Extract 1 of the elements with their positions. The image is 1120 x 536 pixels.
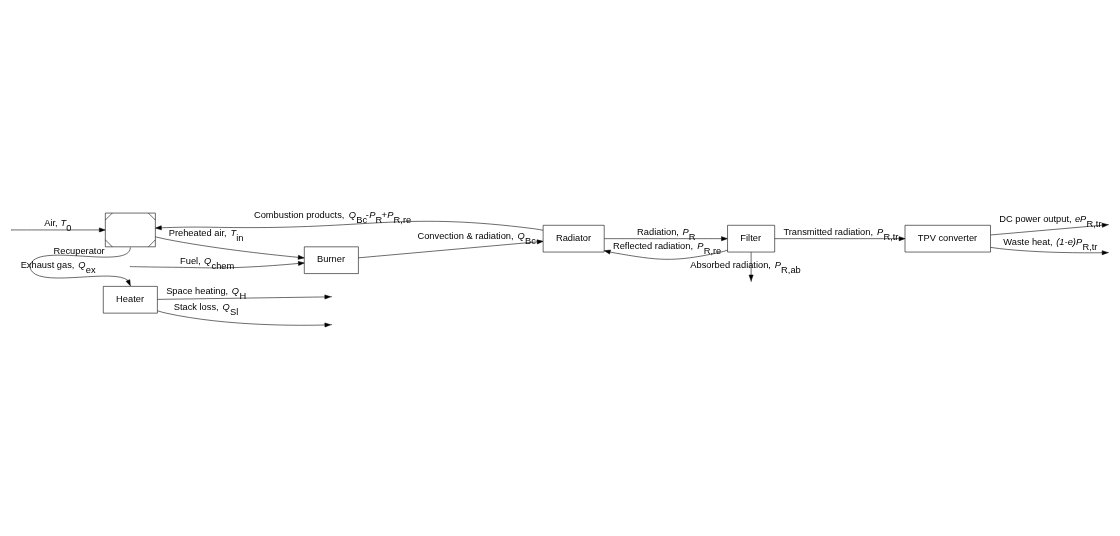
node-label: Recuperator: [53, 245, 105, 256]
